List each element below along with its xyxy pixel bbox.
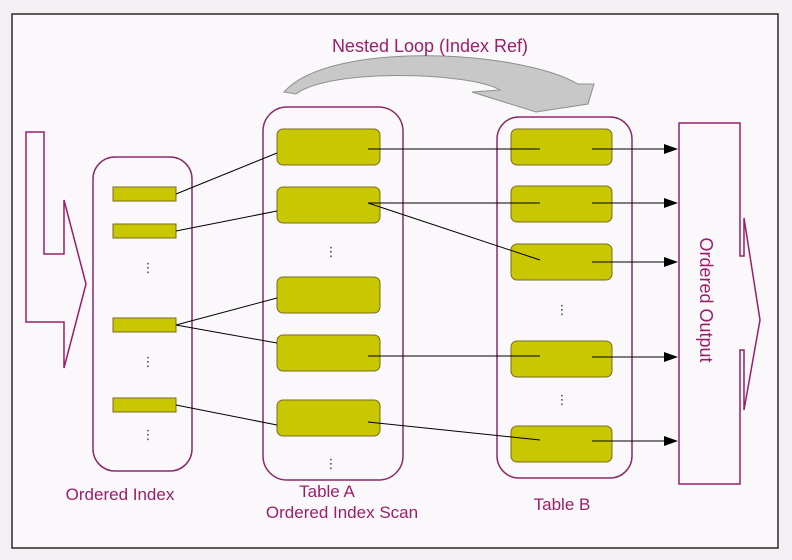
index-entry bbox=[112, 223, 177, 239]
table-a-group bbox=[262, 106, 404, 481]
table-b-record bbox=[510, 128, 613, 166]
table-a-record bbox=[276, 186, 381, 224]
table-a-label: Table A bbox=[299, 482, 355, 501]
ordered-index-label: Ordered Index bbox=[66, 485, 175, 504]
input-arrow bbox=[25, 131, 87, 369]
index-entry bbox=[112, 186, 177, 202]
table-a-to-table-b-link bbox=[367, 202, 541, 261]
ellipsis-icon: ⋮ bbox=[325, 457, 338, 472]
table-a-record bbox=[276, 276, 381, 314]
nested-loop-arrow bbox=[283, 55, 595, 113]
table-b-record bbox=[510, 425, 613, 463]
index-to-table-a-link bbox=[175, 297, 278, 326]
ordered-output-arrow bbox=[678, 122, 761, 485]
ordered-index-scan-label: Ordered Index Scan bbox=[266, 503, 418, 522]
ordered-index-group bbox=[92, 156, 193, 472]
ellipsis-icon: ⋮ bbox=[142, 428, 155, 443]
ellipsis-icon: ⋮ bbox=[142, 355, 155, 370]
ellipsis-icon: ⋮ bbox=[556, 303, 569, 318]
ellipsis-icon: ⋮ bbox=[325, 245, 338, 260]
table-a-record bbox=[276, 399, 381, 437]
index-to-table-a-link bbox=[175, 152, 278, 195]
table-b-label: Table B bbox=[534, 495, 591, 514]
index-to-table-a-link bbox=[175, 324, 278, 344]
index-to-table-a-link bbox=[175, 210, 278, 232]
ellipsis-icon: ⋮ bbox=[556, 393, 569, 408]
table-b-group bbox=[496, 116, 633, 479]
ellipsis-icon: ⋮ bbox=[142, 261, 155, 276]
table-b-record bbox=[510, 185, 613, 223]
index-entry bbox=[112, 397, 177, 413]
table-a-to-table-b-link bbox=[367, 421, 541, 441]
ordered-output-label: Ordered Output bbox=[696, 237, 716, 362]
table-a-record bbox=[276, 128, 381, 166]
index-entry bbox=[112, 317, 177, 333]
table-b-record bbox=[510, 340, 613, 378]
outer-frame bbox=[11, 13, 779, 549]
index-to-table-a-link bbox=[175, 404, 278, 426]
diagram-title: Nested Loop (Index Ref) bbox=[332, 36, 528, 56]
table-a-record bbox=[276, 334, 381, 372]
